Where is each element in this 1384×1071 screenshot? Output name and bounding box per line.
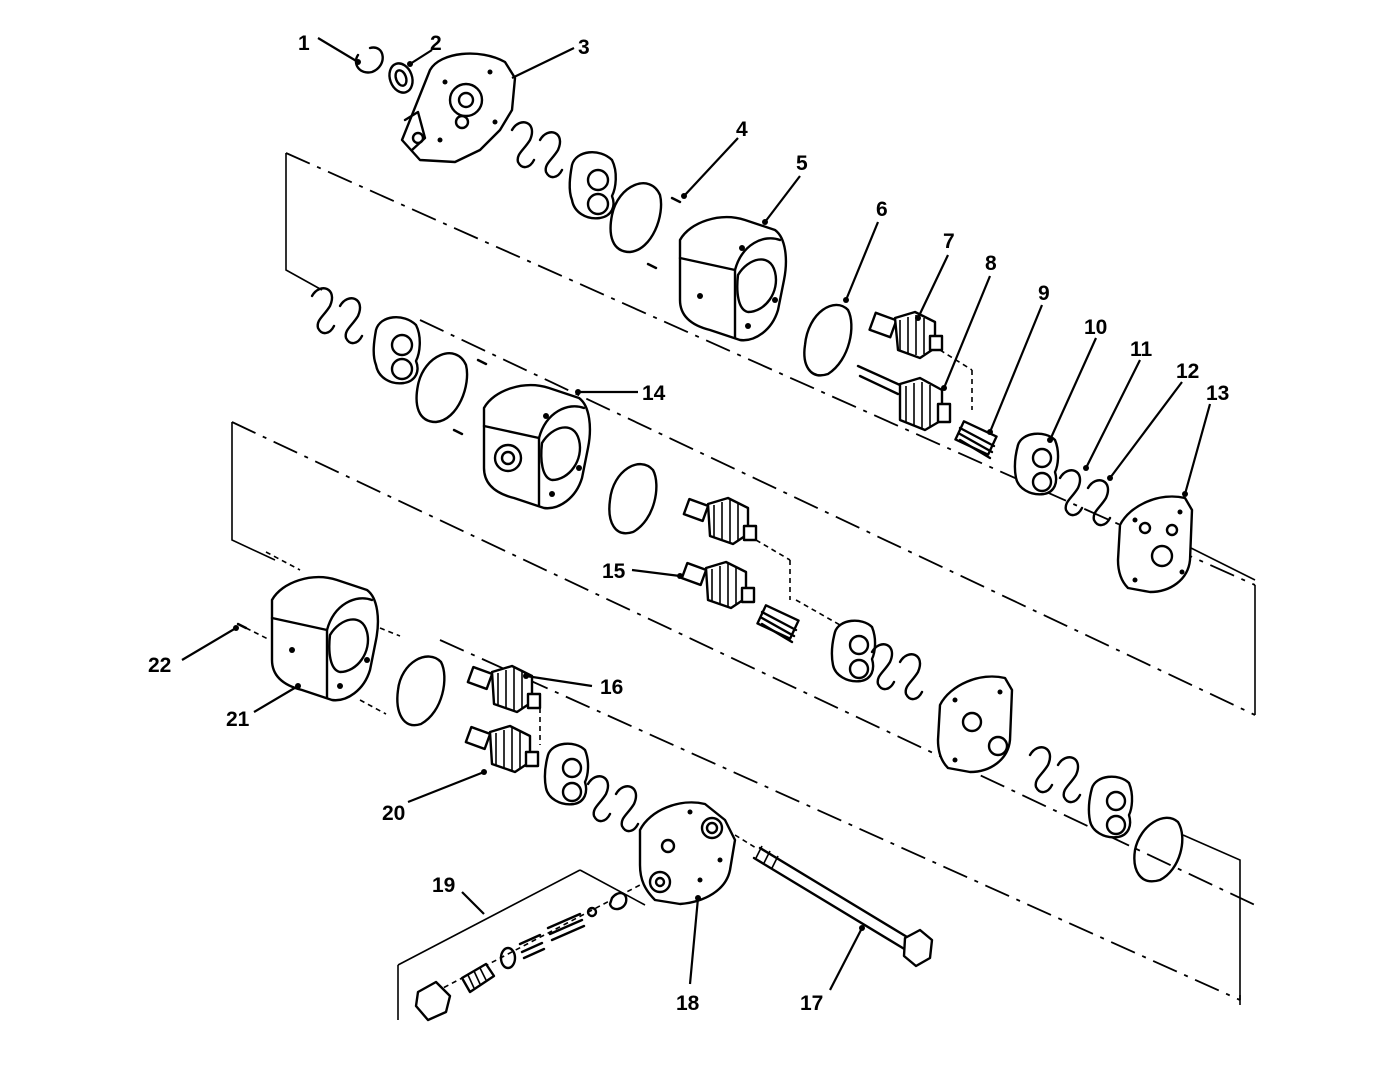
- part-22-dowel-pin: [236, 622, 271, 641]
- callout-4: 4: [736, 118, 748, 141]
- seal-pair-middle-left: [310, 287, 364, 345]
- callout-8: 8: [985, 252, 997, 275]
- callout-11: 11: [1130, 338, 1153, 361]
- part-2-shaft-seal: [388, 62, 414, 94]
- bearing-block-middle-right: [830, 619, 924, 701]
- part-15-gear-set: [680, 496, 841, 644]
- part-20-gear: [464, 708, 541, 774]
- callout-17: 17: [800, 992, 823, 1015]
- callout-21: 21: [226, 708, 250, 731]
- callout-7: 7: [943, 230, 955, 253]
- part-13-back-plate: [1116, 495, 1194, 594]
- callout-5: 5: [796, 152, 808, 175]
- callout-16: 16: [600, 676, 623, 699]
- part-18-mounting-flange: [638, 801, 737, 906]
- part-5-gear-housing: [678, 216, 788, 342]
- part-6-o-ring: [803, 303, 853, 377]
- part-4-dowel-pin: [646, 196, 682, 270]
- callout-3: 3: [578, 36, 590, 59]
- seal-pair-lower-right: [1028, 746, 1184, 883]
- bearing-block-middle-left: [372, 316, 421, 385]
- part-9-coupling: [954, 420, 998, 460]
- callout-1: 1: [298, 32, 310, 55]
- callout-12: 12: [1176, 360, 1199, 383]
- callout-2: 2: [430, 32, 442, 55]
- callout-13: 13: [1206, 382, 1229, 405]
- gasket-middle: [608, 463, 658, 535]
- gasket-middle-left: [415, 352, 469, 424]
- part-17-tie-bolt: [734, 834, 934, 968]
- wear-plate-middle: [936, 675, 1014, 774]
- callout-6: 6: [876, 198, 888, 221]
- part-12-seal: [1086, 479, 1112, 527]
- part-7-drive-gear: [868, 310, 944, 360]
- part-19-relief-valve: [414, 891, 628, 1022]
- part-8-drive-shaft: [856, 349, 973, 432]
- part-10-bearing-block: [1013, 432, 1060, 496]
- callout-20: 20: [382, 802, 405, 825]
- part-14-gear-housing: [452, 358, 592, 510]
- part-3-front-cover: [400, 52, 517, 164]
- callout-14: 14: [642, 382, 666, 405]
- callout-15: 15: [602, 560, 626, 583]
- callout-10: 10: [1084, 316, 1107, 339]
- callout-19: 19: [432, 874, 455, 897]
- callout-18: 18: [676, 992, 700, 1015]
- seal-pair-upper: [510, 121, 564, 179]
- part-16-gear: [466, 664, 542, 714]
- bearing-block-upper: [568, 151, 617, 220]
- assembly-outlines: [231, 152, 1256, 1020]
- callout-9: 9: [1038, 282, 1050, 305]
- leader-lines: [181, 37, 1212, 991]
- part-11-seal: [1058, 469, 1084, 517]
- bearing-block-lower: [543, 742, 640, 833]
- part-21-gear-housing: [265, 551, 401, 715]
- callout-22: 22: [148, 654, 171, 677]
- callout-labels: 1 2 3 4 5 6 7 8 9 10 11 12 13 14 15 16 1…: [148, 32, 1229, 1015]
- gasket-lower-left: [396, 655, 446, 727]
- gasket-upper: [609, 182, 663, 254]
